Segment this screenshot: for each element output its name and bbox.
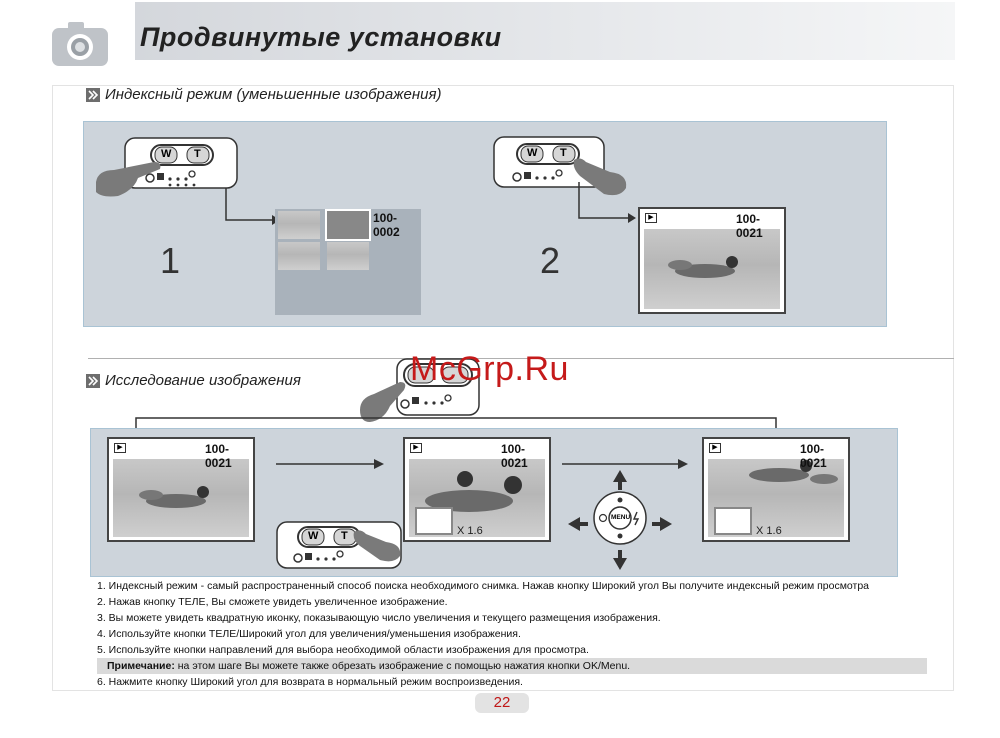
explore-3-file-number: 100-0021 (800, 442, 827, 470)
tele-button[interactable]: T (341, 530, 348, 542)
section-title: Индексный режим (уменьшенные изображения… (105, 86, 442, 103)
instruction-list: 1. Индексный режим - самый распространен… (97, 578, 927, 690)
step-number-2: 2 (540, 240, 561, 281)
wide-button[interactable]: W (308, 530, 319, 542)
section-title: Исследование изображения (105, 372, 301, 389)
instruction-item: 6. Нажмите кнопку Широкий угол для возвр… (97, 676, 523, 688)
index-file-number: 100-0002 (373, 211, 400, 239)
camera-zoom-control-3 (396, 358, 480, 416)
explore-2-file-number: 100-0021 (501, 442, 528, 470)
content-frame (52, 85, 954, 691)
single-file-number: 100-0021 (736, 212, 763, 240)
camera-zoom-control-4: W T (276, 521, 402, 569)
tele-button[interactable]: T (560, 147, 567, 159)
explore-1-file-number: 100-0021 (205, 442, 232, 470)
play-icon: ▶ (410, 443, 422, 453)
step-number-1: 1 (160, 240, 181, 281)
menu-ok-button[interactable]: MENU (611, 514, 631, 521)
tele-button[interactable]: T (194, 148, 201, 160)
section-index-heading: Индексный режим (уменьшенные изображения… (86, 86, 441, 103)
page-title: Продвинутые установки (140, 22, 502, 52)
section-explore-heading: Исследование изображения (86, 372, 301, 389)
explore-screen-3: X 1.6 100-0021 ▶ (702, 437, 850, 542)
zoom-position-box (415, 507, 453, 535)
wide-button[interactable]: W (161, 148, 172, 160)
double-chevron-icon (86, 87, 100, 102)
zoom-level-1: X 1.6 (457, 525, 483, 537)
play-icon: ▶ (709, 443, 721, 453)
single-view-screen: 100-0021 ▶ (638, 207, 786, 314)
arrow-right (562, 459, 688, 469)
explore-screen-2: X 1.6 100-0021 ▶ (403, 437, 551, 542)
direction-pad[interactable]: MENU (566, 468, 674, 572)
play-icon: ▶ (645, 213, 657, 223)
camera-icon (52, 22, 108, 66)
header-band (135, 2, 955, 60)
double-chevron-icon (86, 373, 100, 388)
camera-zoom-control-1: W T (124, 137, 238, 189)
arrow-to-single (578, 182, 636, 223)
arrow-to-index (225, 188, 280, 225)
instruction-item: 2. Нажав кнопку ТЕЛЕ, Вы сможете увидеть… (97, 596, 448, 608)
note-text: на этом шаге Вы можете также обрезать из… (174, 660, 631, 672)
note-label: Примечание: (107, 660, 175, 672)
instruction-item: 1. Индексный режим - самый распространен… (97, 580, 870, 592)
page-number: 22 (475, 693, 529, 713)
camera-zoom-control-2: W T (493, 136, 605, 188)
arrow-right (276, 459, 384, 469)
instruction-item: 4. Используйте кнопки ТЕЛЕ/Широкий угол … (97, 628, 521, 640)
zoom-position-box (714, 507, 752, 535)
note-line: Примечание: на этом шаге Вы можете также… (97, 658, 927, 674)
instruction-item: 3. Вы можете увидеть квадратную иконку, … (97, 612, 661, 624)
play-icon: ▶ (114, 443, 126, 453)
instruction-item: 5. Используйте кнопки направлений для вы… (97, 644, 589, 656)
section-divider (88, 358, 954, 359)
wide-button[interactable]: W (527, 147, 538, 159)
zoom-level-2: X 1.6 (756, 525, 782, 537)
watermark-text: McGrp.Ru (410, 350, 569, 388)
explore-screen-1: 100-0021 ▶ (107, 437, 255, 542)
index-screen: 100-0002 (275, 209, 421, 315)
